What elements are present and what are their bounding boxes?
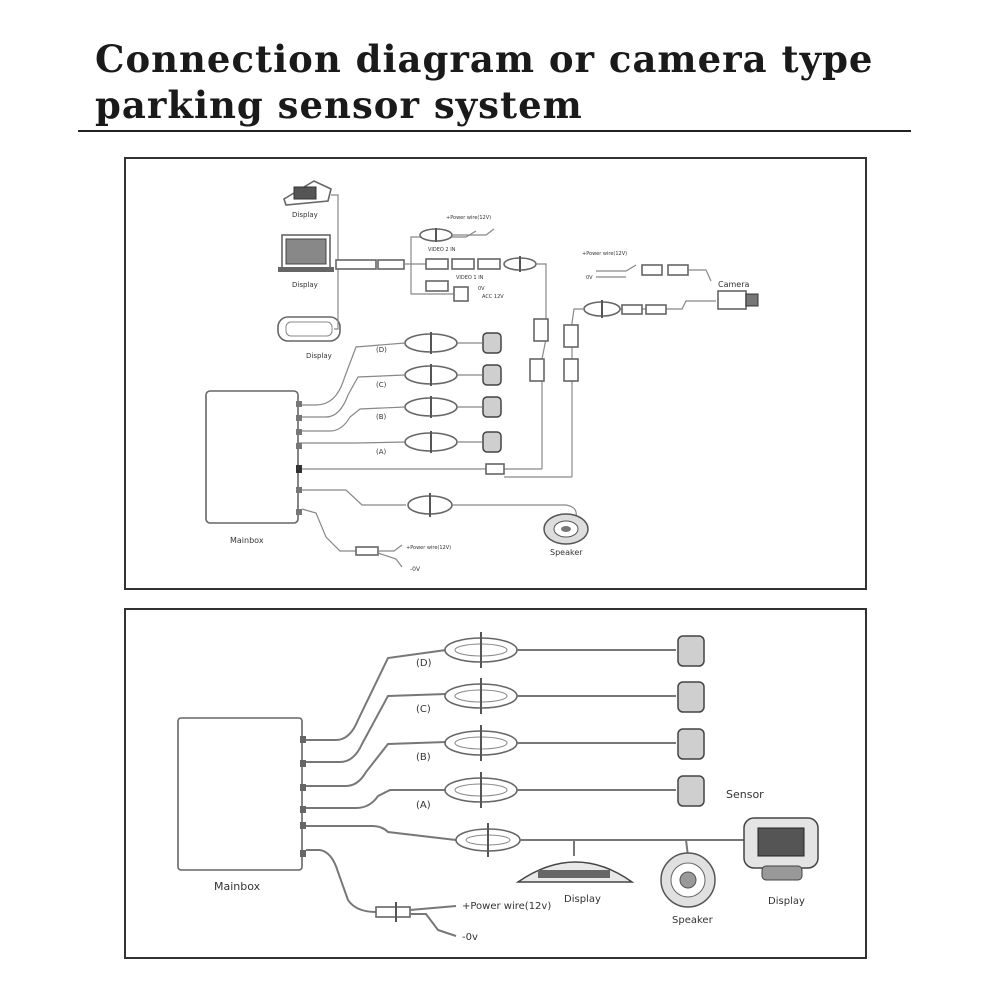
display-top-icon (283, 180, 332, 206)
zero-v-label: 0V (478, 286, 485, 292)
power-wire-top-label: +Power wire(12V) (446, 215, 491, 221)
channel-d-2-label: (D) (416, 658, 432, 669)
sensor-c-2 (444, 678, 705, 714)
speaker-2-label: Speaker (672, 915, 714, 926)
sensor-a (404, 431, 502, 453)
channel-b-label: (B) (376, 413, 387, 421)
mainbox-2 (177, 717, 306, 871)
sensor-d-2 (444, 632, 705, 668)
channel-c-2-label: (C) (416, 704, 431, 715)
mainbox-2-label: Mainbox (214, 880, 261, 893)
camera-zero-label: 0V (586, 275, 593, 281)
display-type-diagram-panel: Mainbox (D) (C) (B) (124, 608, 867, 959)
video-2-in-label: VIDEO 2 IN (428, 247, 456, 253)
power-wire-label: +Power wire(12V) (406, 545, 451, 551)
acc-12v-label: ACC 12V (482, 294, 504, 300)
display-box-icon (743, 817, 819, 881)
sensor-b-2 (444, 725, 705, 761)
camera-type-diagram: Display Display Display +Power wire(12V)… (205, 180, 759, 573)
speaker-icon (543, 513, 589, 545)
camera-type-diagram-panel: Display Display Display +Power wire(12V)… (124, 157, 867, 590)
display-type-diagram: Mainbox (D) (C) (B) (177, 632, 819, 943)
display-1-label: Display (564, 894, 601, 905)
video-1-in-label: VIDEO 1 IN (456, 275, 484, 281)
channel-c-label: (C) (376, 381, 387, 389)
camera-power-label: +Power wire(12V) (582, 251, 627, 257)
mainbox-label: Mainbox (230, 536, 264, 545)
channel-b-2-label: (B) (416, 752, 431, 763)
display-middle-icon (278, 234, 334, 272)
title-line-1: Connection diagram or camera type (95, 37, 874, 81)
camera-icon (717, 290, 759, 310)
display-label-1: Display (292, 211, 318, 219)
zero-2-label: -0v (462, 932, 478, 943)
mainbox (205, 390, 302, 524)
speaker-2-icon (660, 852, 716, 908)
display-mirror-icon (277, 316, 341, 342)
zero-label: -0V (410, 566, 421, 573)
sensor-d (404, 332, 502, 354)
channel-a-label: (A) (376, 448, 387, 456)
sensor-label: Sensor (726, 788, 764, 801)
display-2-label: Display (768, 896, 805, 907)
title-divider (78, 130, 911, 132)
display-bar-icon (515, 861, 635, 883)
channel-d-label: (D) (376, 346, 387, 354)
sensor-a-2 (444, 772, 705, 808)
channel-a-2-label: (A) (416, 800, 431, 811)
sensor-b (404, 396, 502, 418)
sensor-c (404, 364, 502, 386)
title-line-2: parking sensor system (95, 83, 583, 127)
display-label-2: Display (292, 281, 318, 289)
camera-label: Camera (718, 280, 749, 289)
speaker-label: Speaker (550, 548, 583, 557)
page-title: Connection diagram or camera type parkin… (95, 36, 873, 128)
power-wire-2-label: +Power wire(12v) (462, 901, 551, 912)
display-label-3: Display (306, 352, 332, 360)
